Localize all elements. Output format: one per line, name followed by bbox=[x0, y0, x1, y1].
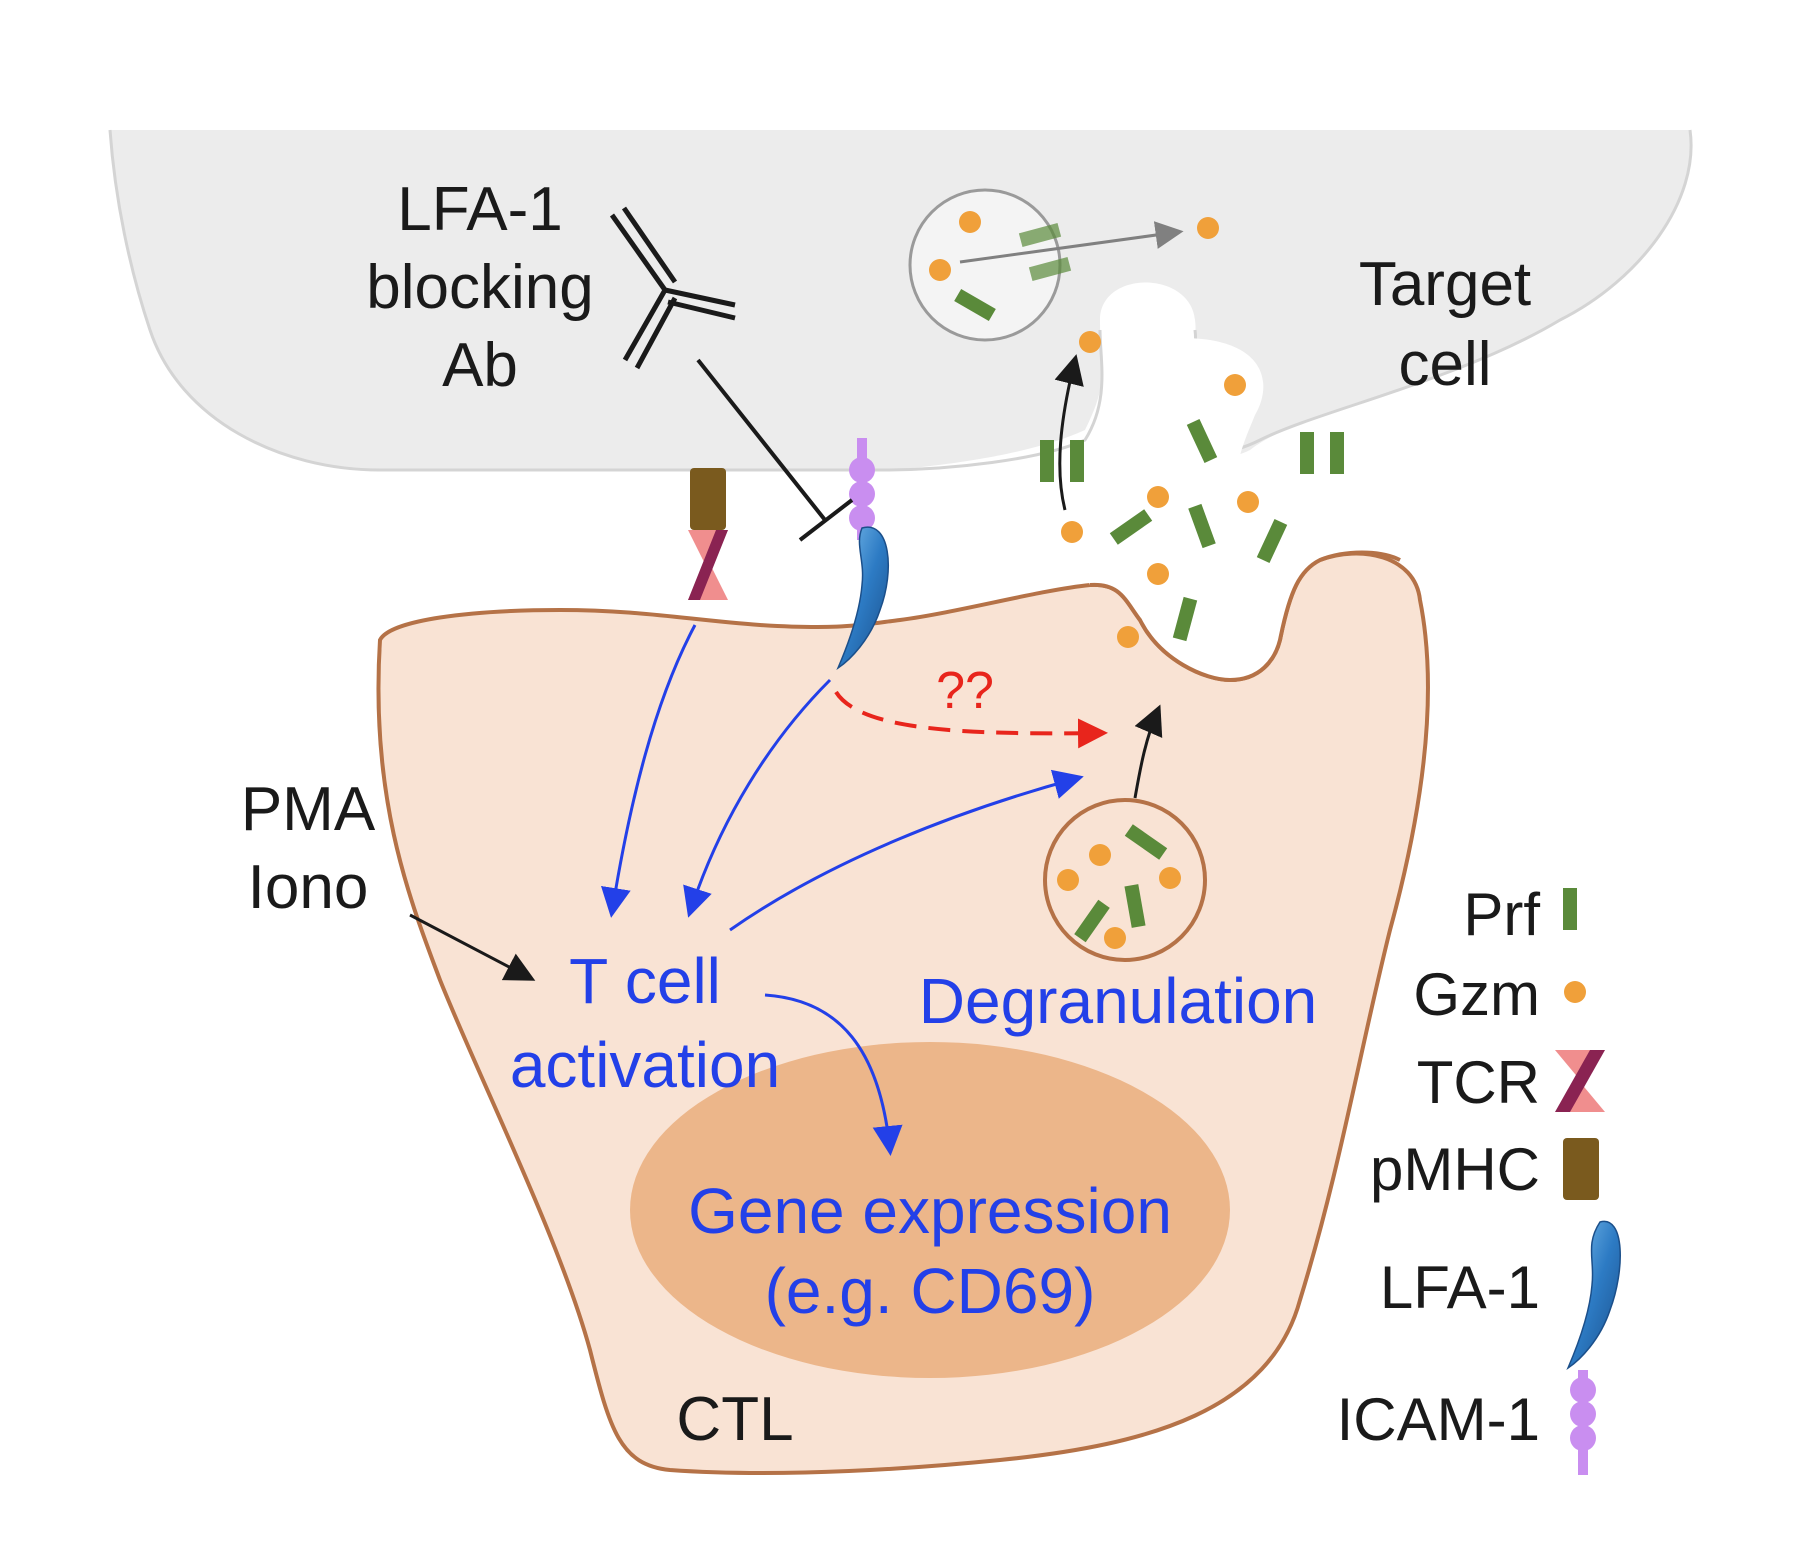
icam1-icon bbox=[1570, 1370, 1596, 1475]
svg-text:Iono: Iono bbox=[248, 853, 369, 922]
lfa1-activation-arrow bbox=[683, 678, 832, 918]
legend-label-prf: Prf bbox=[1463, 881, 1540, 948]
antibody-label: LFA-1 blocking Ab bbox=[366, 175, 593, 400]
svg-text:activation: activation bbox=[510, 1029, 780, 1101]
lfa1-molecule bbox=[836, 526, 889, 671]
svg-text:LFA-1: LFA-1 bbox=[397, 175, 562, 244]
target-cell-label: Target cell bbox=[1359, 250, 1531, 399]
synaptic-cleft bbox=[1081, 470, 1322, 680]
svg-text:blocking: blocking bbox=[366, 253, 593, 322]
svg-text:(e.g. CD69): (e.g. CD69) bbox=[765, 1255, 1096, 1327]
svg-text:Gene expression: Gene expression bbox=[688, 1175, 1172, 1247]
legend: Prf Gzm TCR pMHC LFA-1 ICAM-1 bbox=[1337, 881, 1621, 1475]
legend-label-tcr: TCR bbox=[1417, 1049, 1540, 1116]
pmhc-icon bbox=[1563, 1138, 1599, 1200]
gene-expression-label: Gene expression (e.g. CD69) bbox=[688, 1175, 1172, 1327]
activation-gene-arrow bbox=[764, 993, 903, 1156]
perforin-bars bbox=[954, 223, 1344, 943]
degranulation-label: Degranulation bbox=[919, 965, 1318, 1037]
icam1-molecule bbox=[849, 438, 875, 540]
legend-label-lfa1: LFA-1 bbox=[1380, 1254, 1540, 1321]
granzyme-uptake-arrow bbox=[1054, 354, 1084, 511]
lfa1-icon bbox=[1566, 1220, 1621, 1371]
legend-label-gzm: Gzm bbox=[1413, 961, 1540, 1028]
tcr-complex bbox=[688, 530, 728, 600]
unknown-link-label: ?? bbox=[936, 662, 994, 720]
target-membrane bbox=[108, 129, 1104, 472]
ctl-label: CTL bbox=[676, 1385, 793, 1454]
activation-degranulation-arrow bbox=[729, 769, 1084, 932]
inhibition-line bbox=[696, 358, 854, 542]
granzyme-dots bbox=[929, 211, 1259, 949]
granule-fusion-arrow bbox=[1133, 704, 1163, 799]
vesicle-release-arrow bbox=[959, 221, 1184, 264]
legend-label-icam1: ICAM-1 bbox=[1337, 1386, 1540, 1453]
svg-text:cell: cell bbox=[1398, 330, 1491, 399]
nucleus bbox=[630, 1042, 1230, 1378]
tcr-icon bbox=[1555, 1050, 1605, 1112]
synapse-pocket bbox=[1115, 338, 1264, 609]
orange-dot-icon bbox=[1564, 981, 1586, 1003]
tcr-activation-arrow bbox=[601, 624, 697, 918]
svg-text:PMA: PMA bbox=[241, 775, 376, 844]
drug-label: PMA Iono bbox=[241, 775, 376, 922]
green-bar-icon bbox=[1563, 888, 1577, 930]
legend-label-pmhc: pMHC bbox=[1370, 1136, 1540, 1203]
svg-text:Target: Target bbox=[1359, 250, 1531, 319]
svg-text:T cell: T cell bbox=[569, 945, 721, 1017]
ctl-synapse-membrane bbox=[1089, 550, 1401, 683]
drug-arrow bbox=[409, 913, 536, 981]
svg-text:Ab: Ab bbox=[442, 331, 518, 400]
activation-label: T cell activation bbox=[510, 945, 780, 1101]
unknown-arrow bbox=[834, 690, 1108, 749]
antibody-icon bbox=[609, 206, 736, 370]
target-cell bbox=[110, 130, 1692, 470]
pmhc-complex bbox=[690, 468, 726, 530]
